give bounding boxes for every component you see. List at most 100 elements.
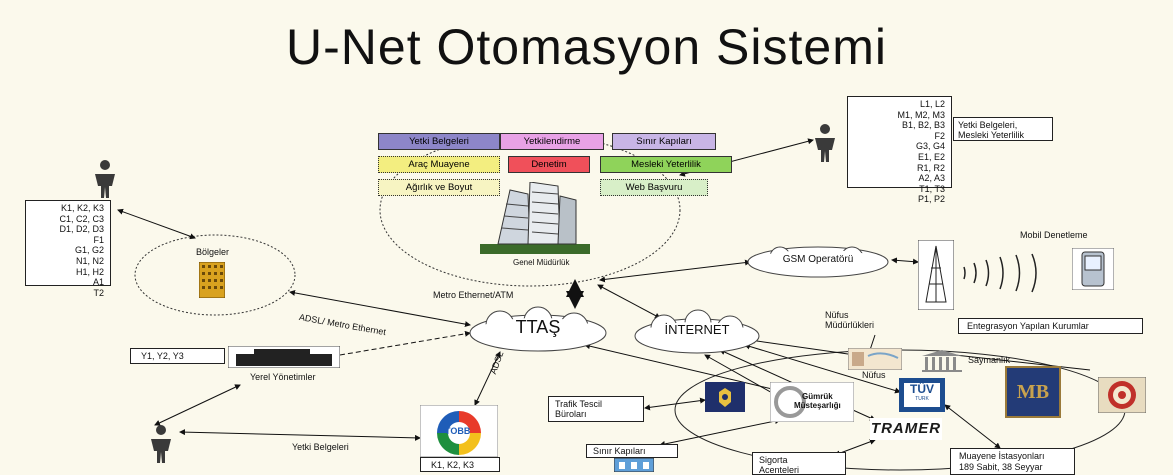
link-saymanlik <box>954 354 1091 371</box>
sinir-kapilari-bottom-box: Sınır Kapıları <box>586 444 678 458</box>
link-center-internet <box>597 284 661 319</box>
mb-logo: MB <box>1005 366 1061 418</box>
trafik-tescil-line: Trafik Tescil <box>555 399 603 409</box>
yetki-belgeleri-bottom-label: Yetki Belgeleri <box>292 442 349 452</box>
k-codes-bottom-box: K1, K2, K3 <box>420 457 500 472</box>
police-badge-icon <box>705 382 745 412</box>
module-arac-muayene: Araç Muayene <box>378 156 500 173</box>
bolgeler-ellipse <box>134 234 296 316</box>
module-yetki-belgeleri: Yetki Belgeleri <box>378 133 500 150</box>
seal-logo-icon <box>1098 377 1146 413</box>
page-title: U-Net Otomasyon Sistemi <box>286 19 887 75</box>
right-code: F2 <box>934 130 945 141</box>
gumruk-logo-icon <box>770 382 854 422</box>
gumruk-label: Gümrük Müsteşarlığı <box>794 392 841 410</box>
right-code: R1, R2 <box>916 162 945 173</box>
k-codes-bottom-label: K1, K2, K3 <box>431 460 475 470</box>
left-code: N1, N2 <box>75 255 104 266</box>
yetki-mesleki-line: Yetki Belgeleri, <box>958 120 1018 130</box>
signal-waves-icon <box>963 253 1037 293</box>
tuv-logo: TÜV TURK <box>899 378 945 412</box>
module-agirlik-boyut: Ağırlık ve Boyut <box>378 179 500 196</box>
link-bolgeler-ttas <box>289 289 471 328</box>
gsm-cloud-icon <box>747 246 889 278</box>
right-code: M1, M2, M3 <box>897 109 945 120</box>
left-code: A1 <box>92 277 104 288</box>
entegrasyon-label: Entegrasyon Yapılan Kurumlar <box>967 321 1089 331</box>
module-mesleki-yeterlilik: Mesleki Yeterlilik <box>600 156 732 173</box>
module-denetim: Denetim <box>508 156 590 173</box>
link-center-gsm <box>599 259 751 283</box>
link-internet-nufus <box>749 337 856 358</box>
sigorta-line: Acenteleri <box>759 465 800 475</box>
right-code: G3, G4 <box>915 141 945 152</box>
person-bottom-icon <box>151 425 171 463</box>
id-card-icon <box>848 348 902 370</box>
nufus-mudurlukleri-box: Nüfus Müdürlükleri <box>822 308 894 332</box>
nufus-label: Nüfus <box>862 370 886 380</box>
left-code: C1, C2, C3 <box>59 213 104 224</box>
left-code: D1, D2, D3 <box>59 224 104 235</box>
right-code: P1, P2 <box>917 194 945 205</box>
left-code: H1, H2 <box>75 266 104 277</box>
tobb-logo-icon <box>420 405 498 457</box>
link-sinir-gumruk <box>659 418 781 447</box>
mobil-denetleme-label: Mobil Denetleme <box>1020 230 1088 240</box>
radio-tower-icon <box>918 240 954 310</box>
genel-mudurluk-label: Genel Müdürlük <box>513 258 570 267</box>
right-code: A2, A3 <box>918 173 945 184</box>
left-code: K1, K2, K3 <box>60 203 104 213</box>
left-code: T2 <box>93 287 104 298</box>
yetki-mesleki-line: Mesleki Yeterlilik <box>958 130 1025 140</box>
mb-label: MB <box>1016 381 1050 403</box>
link-trafik-police <box>644 397 706 411</box>
tramer-logo: TRAMER <box>870 418 942 440</box>
border-gate-icon <box>614 458 654 472</box>
sinir-kapilari-bottom-label: Sınır Kapıları <box>593 446 646 456</box>
muayene-line: 189 Sabit, 38 Seyyar <box>959 462 1043 472</box>
right-code: E1, E2 <box>917 151 945 162</box>
y-codes-box: Y1, Y2, Y3 <box>130 348 225 364</box>
link-tuv-muayene <box>944 404 1001 449</box>
saymanlik-label: Saymanlık <box>968 355 1011 365</box>
building-bolgeler-icon <box>199 262 225 298</box>
module-yetkilendirme: Yetkilendirme <box>500 133 604 150</box>
link-person-tobb <box>179 429 421 441</box>
person-right-icon <box>815 124 835 162</box>
y-codes-label: Y1, Y2, Y3 <box>141 351 184 361</box>
right-code: T1, T3 <box>919 183 945 194</box>
left-codes-box: K1, K2, K3 C1, C2, C3 D1, D2, D3 F1 G1, … <box>25 200 111 298</box>
left-code: G1, G2 <box>74 245 104 256</box>
internet-cloud-icon <box>634 309 760 354</box>
yerel-yonetimler-building-icon <box>228 346 340 368</box>
headquarters-building-icon <box>480 182 590 254</box>
gumruk-line: Müsteşarlığı <box>794 401 841 410</box>
right-codes-box: L1, L2 M1, M2, M3 B1, B2, B3 F2 G3, G4 E… <box>847 96 952 204</box>
tobb-label: TOBB <box>445 426 471 436</box>
internet-label: İNTERNET <box>664 322 730 337</box>
sigorta-box: Sigorta Acenteleri <box>752 452 846 475</box>
muayene-line: Muayene İstasyonları <box>959 451 1045 461</box>
person-left-icon <box>95 160 115 198</box>
gumruk-line: Gümrük <box>802 392 833 401</box>
right-code: L1, L2 <box>919 99 945 109</box>
link-yerel-ttas <box>339 330 471 356</box>
link-person-left-bolgeler <box>117 208 196 240</box>
tuv-sub-label: TURK <box>915 396 929 402</box>
left-code: F1 <box>93 234 104 245</box>
trafik-tescil-box: Trafik Tescil Büroları <box>548 396 644 422</box>
sigorta-line: Sigorta <box>759 455 788 465</box>
government-building-icon <box>922 350 962 372</box>
link-ttas-tobb <box>474 351 501 406</box>
trafik-tescil-line: Büroları <box>555 409 587 419</box>
module-web-basvuru: Web Başvuru <box>600 179 708 196</box>
muayene-box: Muayene İstasyonları 189 Sabit, 38 Seyya… <box>950 448 1075 475</box>
ttas-cloud-icon <box>469 306 607 352</box>
yerel-yonetimler-label: Yerel Yönetimler <box>250 372 316 382</box>
gsm-label: GSM Operatörü <box>782 254 854 265</box>
module-sinir-kapilari: Sınır Kapıları <box>612 133 716 150</box>
link-yerel-person-bottom <box>154 384 241 426</box>
entegrasyon-box: Entegrasyon Yapılan Kurumlar <box>958 318 1143 334</box>
bolgeler-label: Bölgeler <box>196 247 230 257</box>
metro-ethernet-label: Metro Ethernet/ATM <box>433 290 514 300</box>
